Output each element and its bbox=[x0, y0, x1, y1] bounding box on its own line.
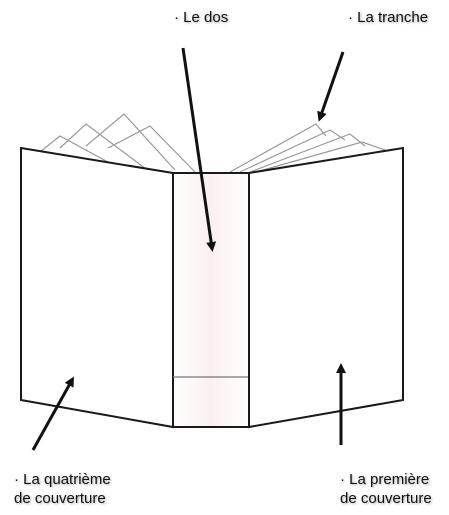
label-la-tranche: · La tranche bbox=[348, 8, 428, 27]
label-quatrieme-line1: · La quatrième bbox=[14, 470, 111, 489]
front-cover bbox=[249, 148, 403, 427]
label-premiere-line1: · La première bbox=[340, 470, 432, 489]
label-quatrieme-couverture: · La quatrième de couverture bbox=[14, 470, 111, 508]
label-quatrieme-line2: de couverture bbox=[14, 489, 111, 508]
label-la-tranche-text: · La tranche bbox=[348, 8, 428, 27]
label-le-dos: · Le dos bbox=[174, 8, 228, 27]
arrow-tranche bbox=[320, 52, 343, 118]
label-premiere-line2: de couverture bbox=[340, 489, 432, 508]
label-le-dos-text: · Le dos bbox=[174, 8, 228, 27]
label-premiere-couverture: · La première de couverture bbox=[340, 470, 432, 508]
spine bbox=[173, 173, 249, 427]
back-cover bbox=[21, 148, 173, 427]
